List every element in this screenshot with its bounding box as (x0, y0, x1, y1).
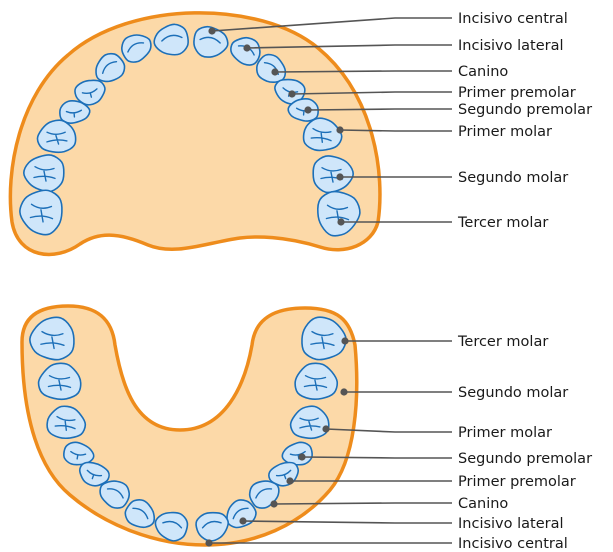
upper-label: Primer premolar (458, 85, 576, 101)
upper-leader-line (340, 130, 452, 131)
upper-leader-line (308, 109, 452, 110)
upper-label: Segundo molar (458, 170, 568, 186)
upper-label: Tercer molar (457, 215, 548, 231)
lower-label-group: Segundo molar (340, 385, 568, 401)
upper-leader-dot (243, 44, 250, 51)
upper-leader-dot (336, 126, 343, 133)
upper-leader-dot (288, 90, 295, 97)
lower-label: Canino (458, 496, 508, 512)
upper-label: Segundo premolar (458, 102, 592, 118)
upper-leader-dot (304, 106, 311, 113)
lower-leader-dot (322, 425, 329, 432)
upper-label: Canino (458, 64, 508, 80)
lower-label: Segundo premolar (458, 451, 592, 467)
upper-leader-dot (337, 218, 344, 225)
upper-label: Primer molar (458, 124, 552, 140)
lower-leader-line (274, 503, 452, 504)
lower-label-group: Tercer molar (341, 334, 548, 350)
upper-leader-dot (208, 27, 215, 34)
lower-label: Primer premolar (458, 474, 576, 490)
lower-leader-dot (286, 477, 293, 484)
lower-label: Incisivo central (458, 536, 568, 552)
lower-label: Primer molar (458, 425, 552, 441)
lower-leader-dot (205, 539, 212, 546)
upper-leader-dot (271, 68, 278, 75)
upper-leader-line (275, 71, 452, 72)
lower-label: Incisivo lateral (458, 516, 564, 532)
lower-label-group: Incisivo central (205, 536, 567, 552)
lower-label-group: Primer molar (322, 425, 552, 441)
lower-label: Tercer molar (457, 334, 548, 350)
lower-leader-dot (298, 453, 305, 460)
lower-leader-dot (341, 337, 348, 344)
lower-leader-dot (239, 517, 246, 524)
upper-label: Incisivo central (458, 11, 568, 27)
lower-label: Segundo molar (458, 385, 568, 401)
lower-leader-dot (270, 500, 277, 507)
lower-leader-line (302, 457, 452, 458)
upper-leader-dot (336, 173, 343, 180)
lower-leader-dot (340, 388, 347, 395)
upper-label: Incisivo lateral (458, 38, 564, 54)
